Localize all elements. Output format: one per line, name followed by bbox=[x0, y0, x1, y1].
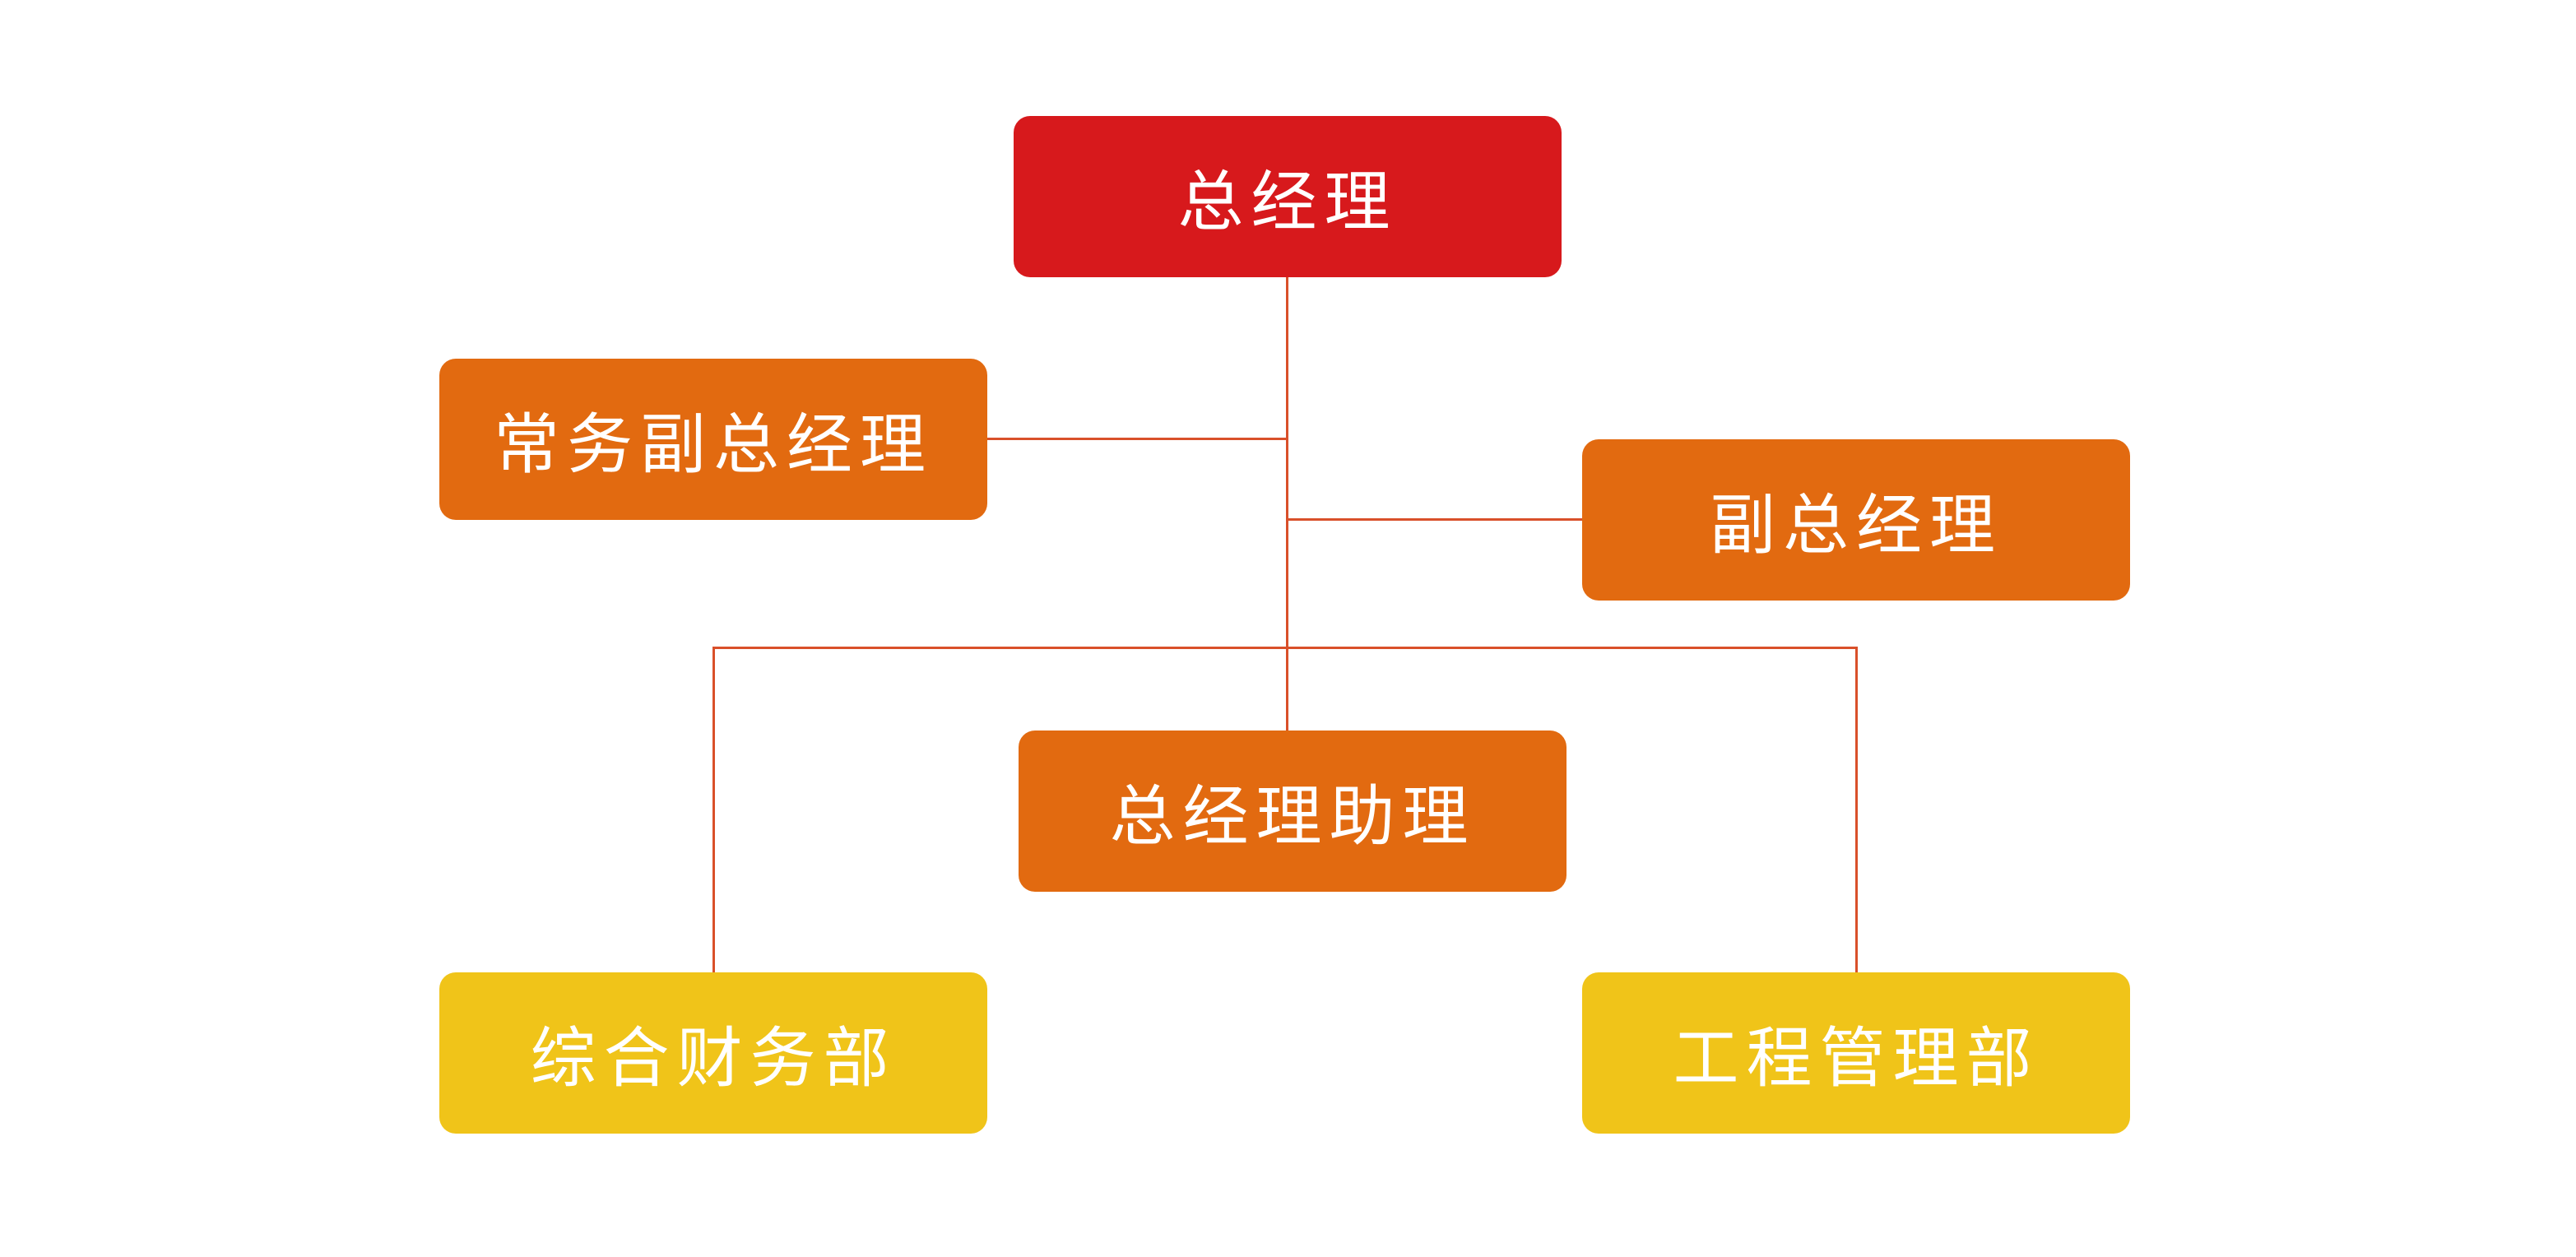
connector-executive-vice-gm bbox=[987, 438, 1288, 440]
connector-finance-dept bbox=[712, 647, 715, 972]
node-label: 总经理 bbox=[1177, 164, 1398, 240]
node-gm-assistant: 总经理助理 bbox=[1019, 731, 1566, 892]
node-finance-dept: 综合财务部 bbox=[439, 972, 987, 1134]
connector-gm-trunk bbox=[1286, 277, 1288, 731]
node-label: 综合财务部 bbox=[530, 1020, 897, 1097]
node-label: 工程管理部 bbox=[1673, 1020, 2040, 1097]
node-engineering-dept: 工程管理部 bbox=[1582, 972, 2130, 1134]
connector-engineering-dept bbox=[1855, 647, 1858, 972]
node-vice-gm: 副总经理 bbox=[1582, 439, 2130, 601]
node-general-manager: 总经理 bbox=[1014, 116, 1562, 277]
node-label: 常务副总经理 bbox=[494, 406, 933, 483]
node-executive-vice-gm: 常务副总经理 bbox=[439, 359, 987, 520]
node-label: 副总经理 bbox=[1710, 487, 2003, 564]
connector-departments-bar bbox=[712, 647, 1858, 649]
node-label: 总经理助理 bbox=[1109, 778, 1476, 855]
connector-vice-gm bbox=[1286, 518, 1582, 521]
